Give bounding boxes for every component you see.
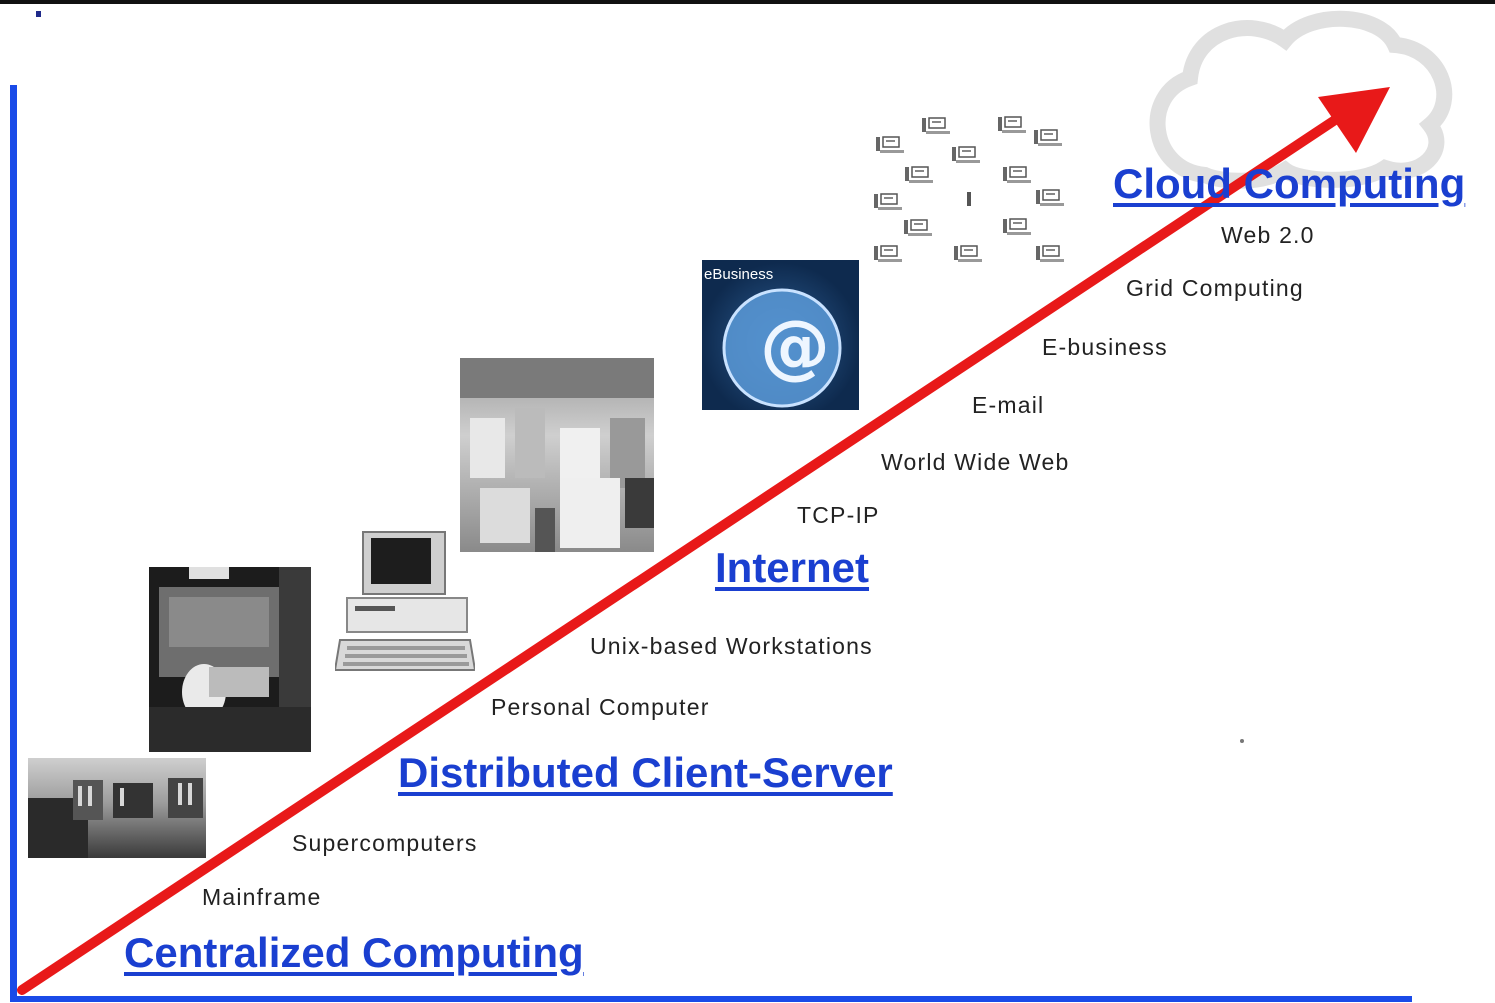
era-internet: Internet	[715, 544, 870, 591]
milestone-email: E-mail	[972, 392, 1045, 418]
milestone-mainframe: Mainframe	[202, 884, 322, 910]
arrow-head-icon	[1318, 87, 1390, 153]
milestone-grid-computing: Grid Computing	[1126, 275, 1304, 301]
computer-icon	[998, 116, 1026, 133]
mainframe-photo	[28, 758, 206, 858]
computer-icon	[952, 146, 980, 163]
svg-text:@: @	[760, 305, 830, 387]
cropped-title-fragment	[30, 3, 380, 17]
computer-icon	[874, 193, 902, 210]
ebusiness-globe-image: @ eBusiness	[702, 260, 859, 410]
milestone-web-2-0: Web 2.0	[1221, 222, 1315, 248]
milestone-supercomputers: Supercomputers	[292, 830, 478, 856]
computer-icon	[905, 166, 933, 183]
era-cloud-computing: Cloud Computing	[1113, 160, 1466, 207]
milestone-personal-computer: Personal Computer	[491, 694, 710, 720]
milestone-unix-workstations: Unix-based Workstations	[590, 633, 873, 659]
top-border	[0, 0, 1495, 4]
server-icon	[967, 192, 971, 206]
stray-dot	[1240, 739, 1244, 743]
computer-icon	[904, 219, 932, 236]
computer-icon	[874, 245, 902, 262]
computer-icon	[876, 136, 904, 153]
ebusiness-image-label: eBusiness	[704, 266, 774, 283]
milestone-tcp-ip: TCP-IP	[797, 502, 880, 528]
computer-icon	[954, 245, 982, 262]
milestone-ebusiness: E-business	[1042, 334, 1168, 360]
era-distributed-client-server: Distributed Client-Server	[398, 749, 893, 796]
x-axis	[10, 996, 1412, 1002]
computer-icon	[1003, 218, 1031, 235]
workstations-room-photo	[460, 358, 654, 552]
computer-icon	[1036, 245, 1064, 262]
supercomputer-photo	[149, 567, 311, 752]
computer-icon	[1036, 189, 1064, 206]
y-axis	[10, 85, 17, 1000]
computer-icon	[1003, 166, 1031, 183]
era-centralized-computing: Centralized Computing	[124, 929, 584, 976]
computer-icon	[1034, 129, 1062, 146]
milestone-world-wide-web: World Wide Web	[881, 449, 1070, 475]
computer-icon	[922, 117, 950, 134]
personal-computer-photo	[335, 528, 475, 678]
